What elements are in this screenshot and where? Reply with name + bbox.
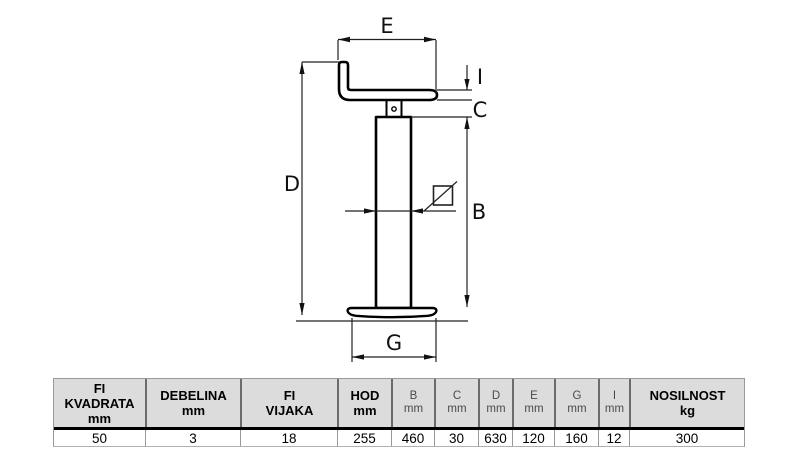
cell-i: 12 <box>598 430 629 446</box>
col-header-d: D mm <box>478 379 512 427</box>
col-header-g: G mm <box>554 379 598 427</box>
jack-stand-parts <box>337 60 439 319</box>
tube-width-callout <box>345 181 458 214</box>
dimension-i-arrowhead <box>464 79 470 90</box>
dimension-e: E <box>337 14 437 93</box>
col-header-debelina: DEBELINA mm <box>145 379 240 427</box>
dimension-b: B <box>464 117 486 307</box>
dimension-d-label: D <box>284 172 300 196</box>
col-header-nosilnost: NOSILNOST kg <box>629 379 744 427</box>
dimension-d-arrowheads <box>299 62 305 315</box>
cell-g: 160 <box>554 430 598 446</box>
cell-fi-vijaka: 18 <box>240 430 337 446</box>
col-header-hod: HOD mm <box>337 379 391 427</box>
dimension-b-arrowheads <box>464 117 470 307</box>
dimension-d: D <box>284 61 468 322</box>
col-header-fi-vijaka: FI VIJAKA <box>240 379 337 427</box>
dimension-e-label: E <box>380 14 393 38</box>
pin-hole <box>391 106 397 112</box>
cell-nosilnost: 300 <box>629 430 744 446</box>
spec-table-value-row: 50 3 18 255 460 30 630 120 160 12 300 <box>54 430 744 446</box>
cell-hod: 255 <box>337 430 391 446</box>
dimension-e-arrowheads <box>338 36 436 43</box>
spec-table-header-row: FI KVADRATA mm DEBELINA mm FI VIJAKA HOD… <box>54 379 744 430</box>
dimension-i-c: I C <box>411 65 487 122</box>
cell-fi-kvadrata: 50 <box>91 430 108 446</box>
outer-tube <box>374 115 413 310</box>
cell-c: 30 <box>434 430 478 446</box>
tube-width-arrowheads <box>364 208 423 214</box>
dimension-g-arrowheads <box>352 354 436 360</box>
col-header-c: C mm <box>434 379 478 427</box>
col-header-fi-kvadrata: FI KVADRATA mm <box>64 380 135 426</box>
dimension-e-lines <box>337 38 437 93</box>
dimension-c-label: C <box>473 98 488 122</box>
mounting-bracket <box>337 60 439 102</box>
foot-plate <box>346 306 438 319</box>
dimension-g-label: G <box>386 331 402 355</box>
cell-b: 460 <box>391 430 434 446</box>
cell-d: 630 <box>478 430 512 446</box>
col-header-b: B mm <box>391 379 434 427</box>
dimension-g-lines <box>351 318 437 362</box>
dimension-b-label: B <box>472 200 486 224</box>
col-header-e: E mm <box>512 379 554 427</box>
cell-debelina: 3 <box>145 430 240 446</box>
dimension-d-lines <box>296 61 468 322</box>
dimension-i-label: I <box>477 65 483 89</box>
dimension-i-c-lines <box>411 65 472 118</box>
square-section-symbol <box>432 185 454 206</box>
dimension-g: G <box>351 318 437 362</box>
col-header-i: I mm <box>598 379 629 427</box>
cell-e: 120 <box>512 430 554 446</box>
spec-table: FI KVADRATA mm DEBELINA mm FI VIJAKA HOD… <box>53 378 745 447</box>
